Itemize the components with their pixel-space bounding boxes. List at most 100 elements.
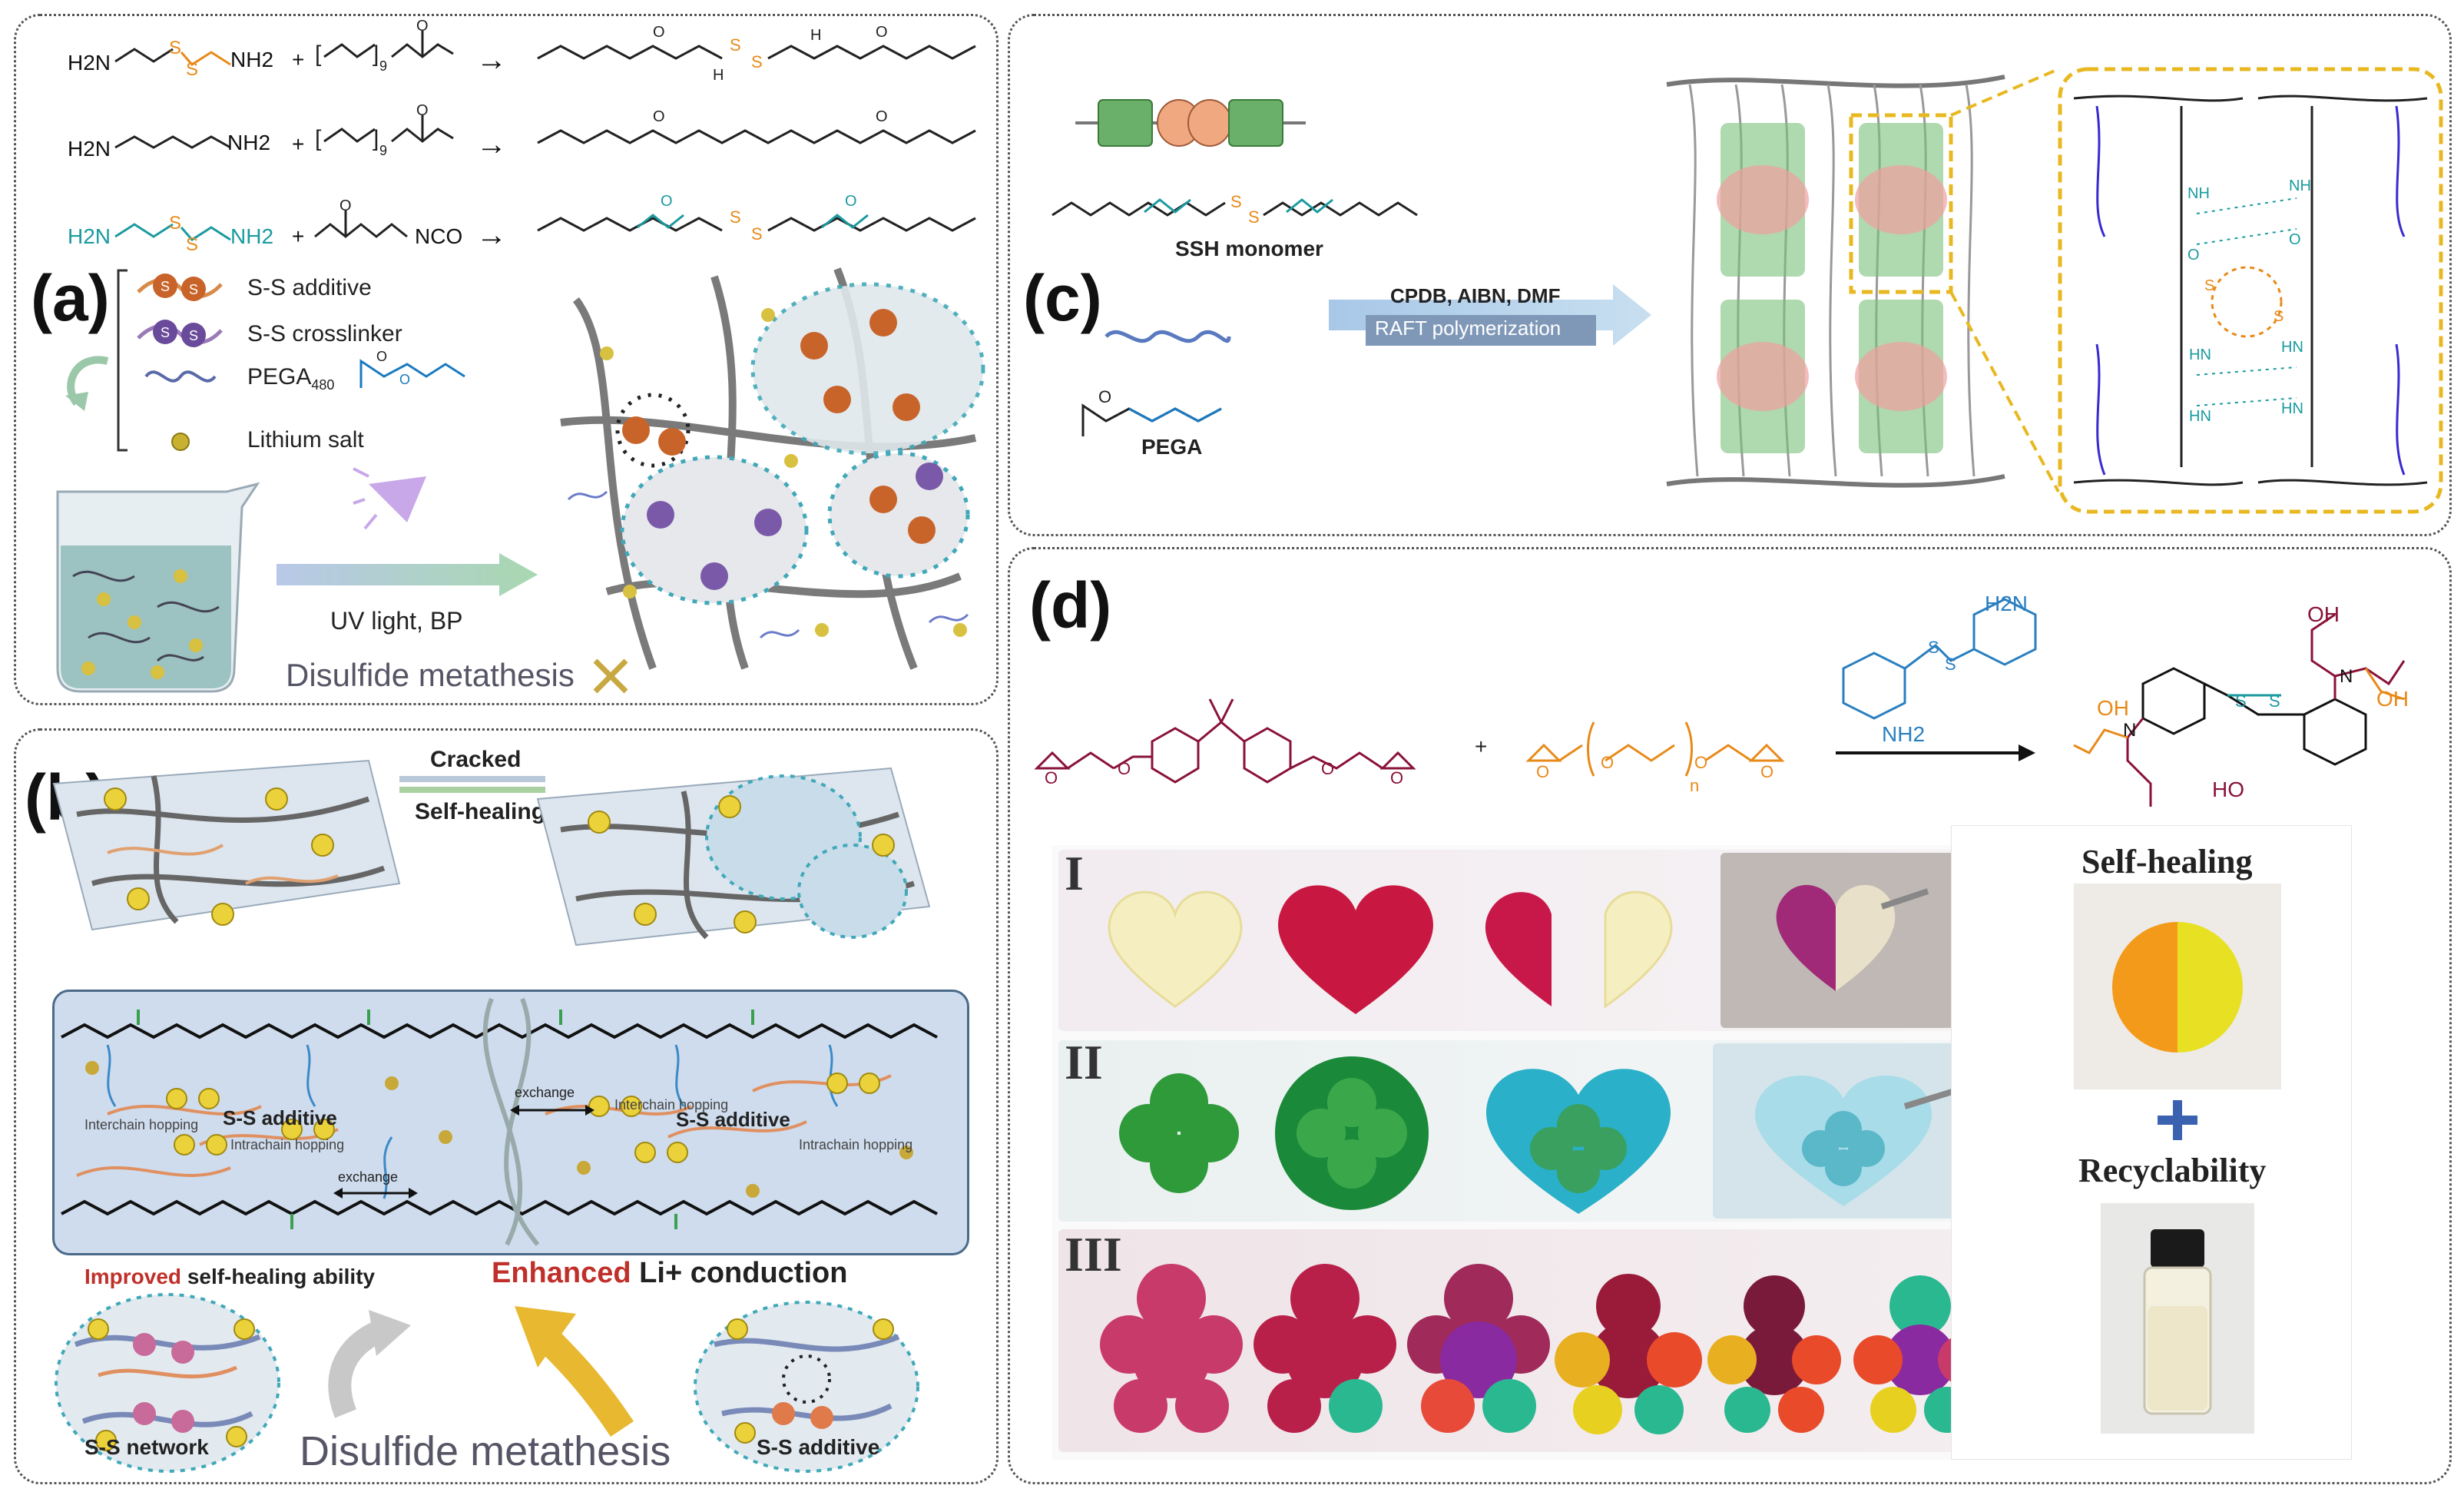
svg-text:]: ] — [373, 41, 379, 67]
legend-lithium-salt: Lithium salt — [247, 427, 364, 453]
intrachain-hopping-label-1: Intrachain hopping — [230, 1137, 345, 1152]
cracked-label: Cracked — [430, 747, 522, 772]
exchange-arrow-1 — [510, 1105, 594, 1116]
diamine-h2n: H2N — [68, 51, 111, 75]
uv-lamp-icon — [353, 467, 426, 530]
ss-additive-label-1: S-S additive — [223, 1106, 337, 1129]
supramolecular-polymer-illustration — [1666, 75, 2005, 488]
healed-heart-image — [1776, 884, 1929, 991]
teal-disulfide-diamine: S S — [114, 213, 231, 255]
row-ii-label: II — [1065, 1035, 1103, 1089]
ss-additive-icon: S S — [137, 274, 223, 301]
legend-pega-sub: 480 — [311, 377, 335, 393]
exchange-label-1: exchange — [515, 1085, 575, 1100]
ss-additive-bubble — [694, 1301, 919, 1473]
svg-text:H: H — [713, 67, 724, 84]
svg-text:HN: HN — [2189, 408, 2211, 425]
interchain-hopping-label-2: Interchain hopping — [614, 1097, 729, 1112]
svg-text:HN: HN — [2281, 339, 2303, 356]
beaker-illustration — [56, 482, 260, 693]
ss-network-label: S-S network — [84, 1435, 209, 1459]
intrachain-hopping-label-2: Intrachain hopping — [799, 1137, 913, 1152]
svg-text:O: O — [1045, 768, 1058, 787]
svg-text:NH: NH — [2187, 185, 2210, 202]
svg-text:S: S — [2274, 308, 2284, 325]
disulfide-diamine-structure: S S — [114, 38, 231, 80]
diamine-nh2: NH2 — [227, 131, 271, 154]
nh2-label-d: NH2 — [1882, 722, 1926, 746]
isocyanate-methacrylate: O — [314, 197, 408, 238]
svg-text:O: O — [2187, 247, 2200, 264]
exchange-arrow-2 — [333, 1188, 418, 1199]
gold-arrow-up — [515, 1306, 634, 1437]
diamine-nh2: NH2 — [230, 224, 274, 248]
svg-text:O: O — [339, 197, 352, 214]
diamine-h2n: H2N — [68, 137, 111, 161]
disulfide-metathesis-label-a: Disulfide metathesis — [286, 657, 575, 693]
svg-text:O: O — [1118, 759, 1131, 778]
ss-additive-bottom-label: S-S additive — [757, 1435, 880, 1459]
oh-label-left: OH — [2097, 696, 2129, 720]
plus-sign: + — [292, 224, 305, 248]
svg-text:S: S — [751, 52, 763, 71]
reaction-arrow: → — [476, 128, 507, 161]
polymer-backbones — [61, 997, 938, 1246]
svg-text:S: S — [751, 224, 763, 244]
svg-text:O: O — [1760, 762, 1773, 781]
raft-conditions: CPDB, AIBN, DMF — [1390, 284, 1561, 307]
svg-text:O: O — [845, 193, 857, 210]
healed-blue-heart-image — [1754, 1076, 1956, 1206]
cut-red-heart-half — [1485, 892, 1552, 1006]
svg-text:O: O — [653, 108, 665, 125]
lithium-salt-icon — [171, 433, 190, 451]
ssh-monomer-cartoon — [1075, 99, 1306, 147]
healed-film-illustration — [536, 767, 931, 947]
metathesis-cross-icon — [593, 658, 628, 694]
svg-text:O: O — [653, 24, 665, 41]
svg-text:NH: NH — [2289, 177, 2311, 194]
legend-pega: PEGA480 — [247, 364, 335, 393]
svg-text:S: S — [1945, 655, 1956, 674]
svg-text:O: O — [1694, 753, 1707, 772]
plus-icon — [2158, 1100, 2197, 1140]
svg-text:HN: HN — [2189, 346, 2211, 363]
pega-label-c: PEGA — [1141, 435, 1203, 459]
recyclability-title: Recyclability — [2078, 1152, 2267, 1189]
crosslinked-product-structure: S S N N — [2073, 613, 2406, 807]
diamine-nh2: NH2 — [230, 48, 274, 71]
svg-text:S: S — [161, 325, 170, 340]
svg-text:S: S — [189, 282, 198, 297]
bear-purple-image — [1407, 1264, 1550, 1433]
ss-crosslinker-icon: S S — [137, 320, 223, 347]
legend-ss-crosslinker: S-S crosslinker — [247, 321, 402, 346]
svg-text:S: S — [1928, 638, 1939, 657]
svg-text:S: S — [161, 279, 170, 294]
vial-image — [2143, 1229, 2212, 1415]
svg-text:H: H — [810, 27, 821, 44]
interchain-hopping-label-1: Interchain hopping — [84, 1117, 199, 1132]
panel-a-label: (a) — [31, 262, 110, 334]
product-1-structure: S S O O H H — [537, 24, 976, 84]
disulfide-network-illustration — [560, 267, 985, 670]
svg-text:O: O — [1098, 387, 1111, 406]
green-clover-image — [1119, 1073, 1239, 1193]
svg-text:O: O — [661, 193, 673, 210]
pega-structure-icon: O O — [359, 349, 465, 388]
svg-text:]: ] — [373, 126, 379, 151]
raft-method: RAFT polymerization — [1375, 317, 1562, 340]
svg-text:S: S — [730, 207, 741, 227]
ss-network-bubble — [55, 1293, 280, 1473]
svg-text:S: S — [186, 234, 198, 255]
reaction-arrow: → — [476, 43, 507, 77]
reaction-arrow: → — [476, 218, 507, 252]
plus-sign-d: + — [1475, 734, 1488, 758]
svg-text:O: O — [376, 349, 387, 364]
panel-d-label: (d) — [1029, 569, 1112, 642]
improved-self-healing-label: Improved self-healing ability — [84, 1265, 375, 1289]
svg-text:O: O — [876, 108, 888, 125]
h2n-label-d: H2N — [1985, 592, 2028, 615]
pega-acrylate-structure: [ ] 9 O — [315, 102, 454, 158]
svg-text:N: N — [2123, 720, 2136, 741]
isocyanate-label: NCO — [415, 224, 463, 248]
